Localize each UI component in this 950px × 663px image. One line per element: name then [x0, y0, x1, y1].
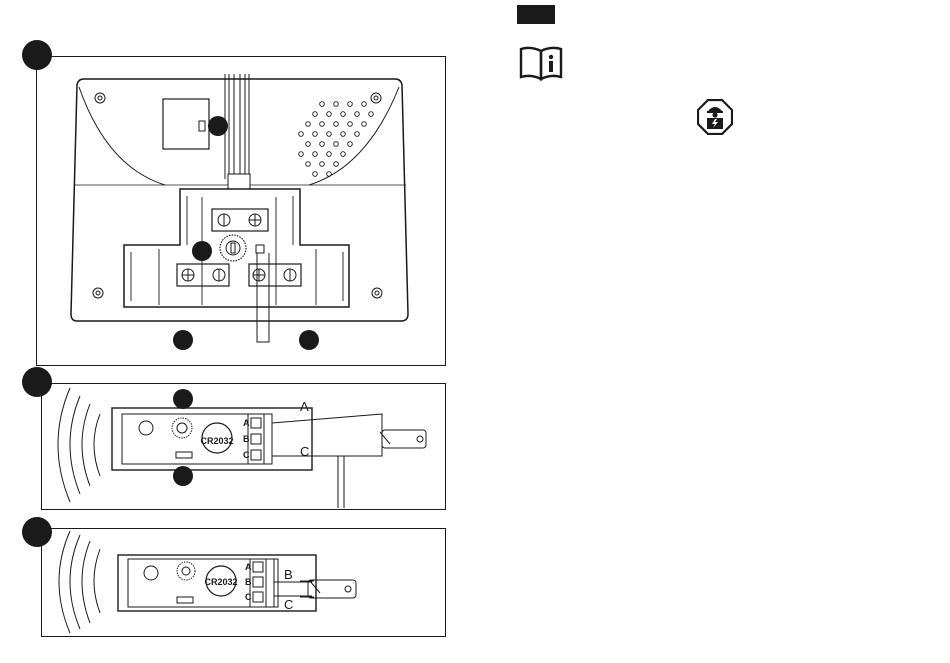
battery-label: CR2032 — [200, 436, 233, 446]
black-badge-icon — [517, 5, 555, 24]
wire-label-bottom: C — [300, 444, 309, 459]
terminal-c: C — [243, 450, 250, 460]
terminal-a: A — [243, 418, 250, 428]
wire-label-top: B — [284, 567, 293, 582]
terminal-b: B — [245, 577, 252, 587]
terminal-c: C — [245, 592, 252, 602]
battery-label: CR2032 — [204, 577, 237, 587]
figure-3-diagram: CR2032 A B C A C — [42, 384, 444, 508]
wire-label-bottom: C — [284, 597, 293, 612]
terminal-b: B — [243, 434, 250, 444]
electrician-icon — [697, 99, 733, 135]
terminal-a: A — [245, 562, 252, 572]
wire-label-top: A — [300, 399, 309, 414]
figure-4-diagram: CR2032 A B C B C — [42, 529, 444, 635]
figure-1-diagram — [37, 57, 444, 364]
manual-info-icon — [518, 45, 566, 81]
